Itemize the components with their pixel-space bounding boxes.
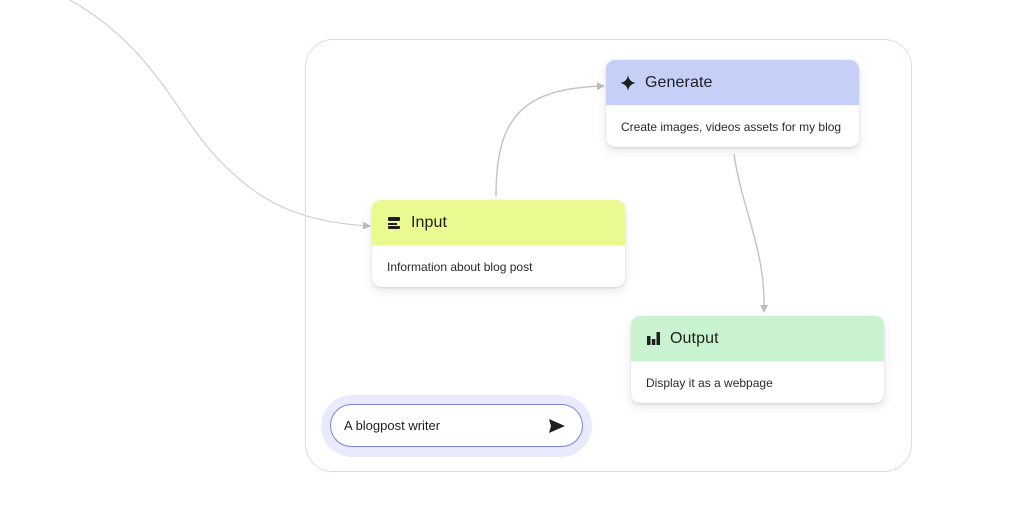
input-node[interactable]: Input Information about blog post xyxy=(372,200,625,287)
generate-to-output-connector xyxy=(733,153,769,313)
canvas-frame xyxy=(305,39,912,472)
send-icon[interactable] xyxy=(548,418,566,434)
generate-node-header: Generate xyxy=(606,60,859,105)
generate-node-description: Create images, videos assets for my blog xyxy=(606,105,859,147)
output-node-header: Output xyxy=(631,316,884,361)
output-node-title: Output xyxy=(670,329,719,347)
input-to-generate-connector xyxy=(495,82,605,197)
prompt-text[interactable]: A blogpost writer xyxy=(344,418,441,433)
input-node-header: Input xyxy=(372,200,625,245)
output-node[interactable]: Output Display it as a webpage xyxy=(631,316,884,403)
prompt-input[interactable]: A blogpost writer xyxy=(330,404,583,447)
output-node-description: Display it as a webpage xyxy=(631,361,884,403)
input-icon xyxy=(385,214,403,232)
send-button[interactable] xyxy=(546,415,568,437)
bar-chart-icon xyxy=(644,330,662,348)
input-node-description: Information about blog post xyxy=(372,245,625,287)
entry-connector xyxy=(69,0,371,230)
generate-node-title: Generate xyxy=(645,73,713,91)
input-node-title: Input xyxy=(411,213,448,231)
generate-node[interactable]: Generate Create images, videos assets fo… xyxy=(606,60,859,147)
sparkle-icon xyxy=(619,74,637,92)
